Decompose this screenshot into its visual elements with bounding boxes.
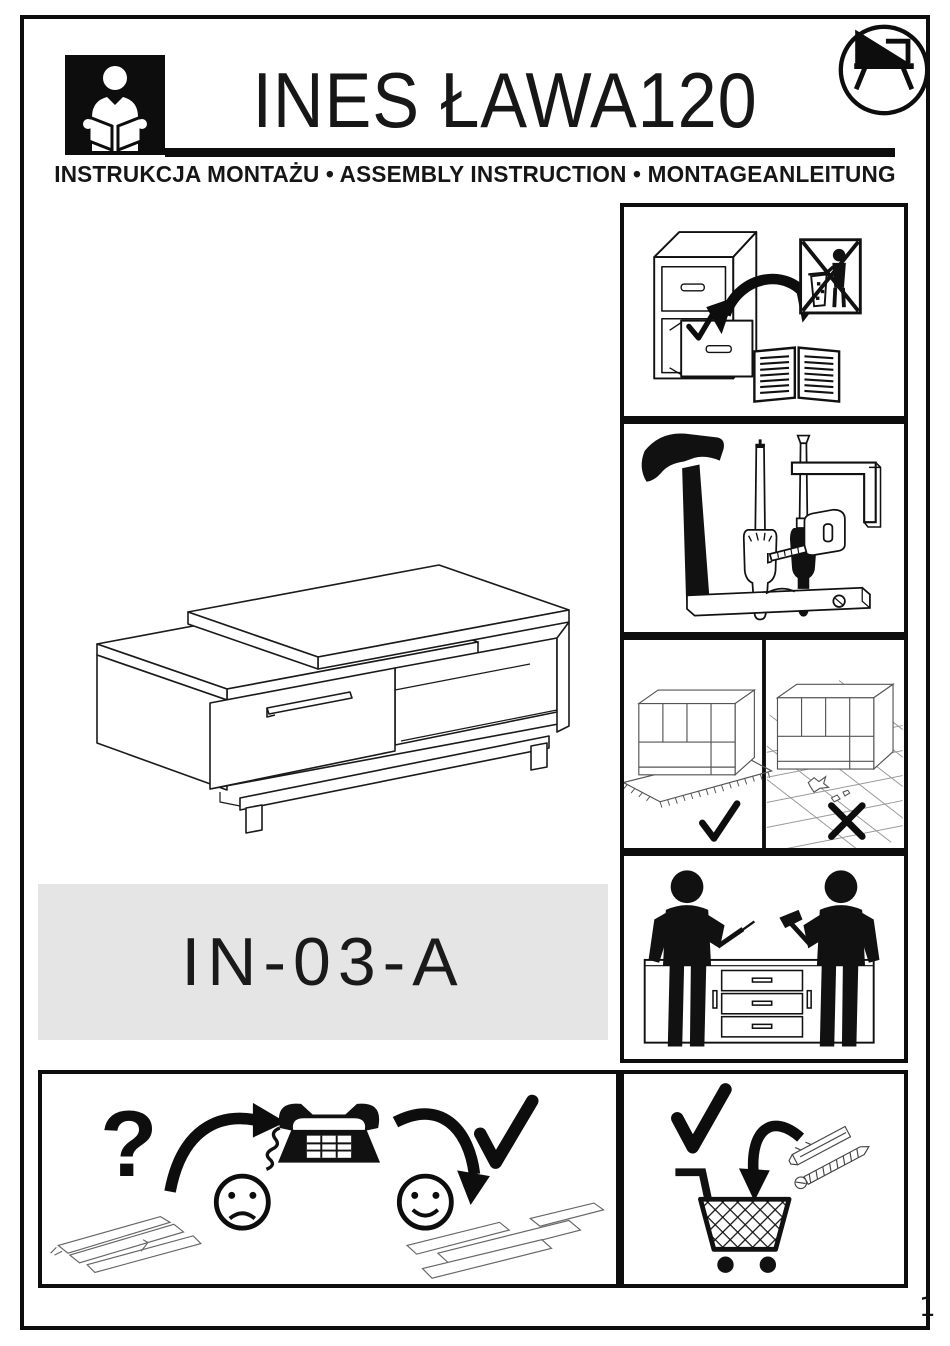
person-right-icon <box>779 870 880 1047</box>
model-code-panel: IN-03-A <box>38 884 608 1040</box>
happy-face-icon <box>396 1173 454 1231</box>
tape-measure-icon <box>766 508 846 564</box>
intact-panels-drawing <box>405 1202 605 1279</box>
person-left-icon <box>648 870 756 1047</box>
screw-and-plug-drawing <box>788 1125 870 1190</box>
page-number: 1 <box>918 1292 935 1323</box>
page-title: INES ŁAWA120 <box>252 56 758 144</box>
cross-icon <box>828 802 866 840</box>
arrow-head-left <box>706 297 735 335</box>
check-icon <box>686 304 720 341</box>
surface-art <box>624 640 903 848</box>
model-code: IN-03-A <box>181 924 465 1000</box>
service-hotline-art <box>50 1094 605 1279</box>
pictogram-surface <box>620 636 908 852</box>
phillips-screwdriver-icon <box>742 439 778 621</box>
pictogram-keep-manual <box>620 203 908 420</box>
page-subtitle: INSTRUKCJA MONTAŻU • ASSEMBLY INSTRUCTIO… <box>54 161 896 187</box>
read-manual-icon <box>65 55 165 155</box>
hammer-icon <box>641 433 724 609</box>
coffee-table-drawing <box>96 564 570 834</box>
manual-book-icon <box>753 346 841 403</box>
arrow-to-cart-head <box>738 1168 770 1202</box>
spirit-level-icon <box>686 586 871 617</box>
carpet-scene <box>624 689 774 808</box>
no-trash-icon <box>799 238 862 315</box>
damaged-panels-drawing <box>50 1215 202 1274</box>
sad-face-icon <box>213 1173 271 1231</box>
shopping-cart-icon <box>675 1168 792 1273</box>
buy-fixings-art <box>671 1083 870 1273</box>
pictogram-buy-fixings <box>620 1070 908 1288</box>
keep-manual-art <box>653 231 862 403</box>
question-mark: ? <box>100 1091 158 1196</box>
pictogram-service-hotline: ? <box>38 1070 620 1288</box>
check-icon <box>671 1083 732 1154</box>
pictogram-two-people <box>620 852 908 1063</box>
arrow-to-phone-head <box>252 1102 286 1138</box>
arrow-to-parts-head <box>457 1170 490 1206</box>
pictogram-tools <box>620 420 908 636</box>
telephone-icon <box>265 1103 381 1171</box>
table-warning-icon <box>838 24 930 116</box>
tools-art <box>641 433 882 621</box>
angle-square-icon <box>790 461 882 528</box>
check-icon <box>699 800 741 842</box>
two-people-art <box>643 870 880 1047</box>
tile-scene <box>766 680 903 848</box>
header-rule <box>165 148 895 157</box>
check-icon <box>473 1094 539 1169</box>
